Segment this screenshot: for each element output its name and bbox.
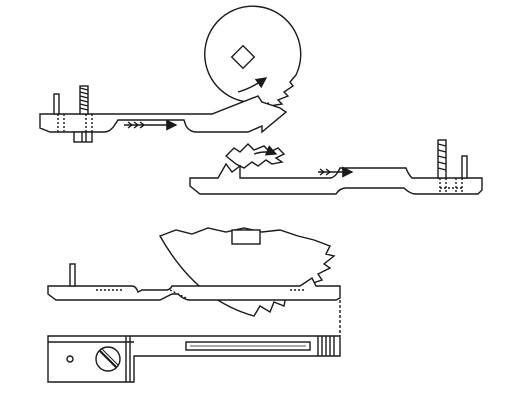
screw-head [95,346,121,372]
rotation-arrow [237,77,268,93]
top-mechanism [39,5,302,143]
pin [69,263,76,287]
square-arbor [230,44,256,70]
pin [53,93,60,115]
ratchet-wheel-cutaway [158,227,336,317]
binding-post [437,139,447,179]
motion-arrow [124,119,178,131]
spring-pawl-arm [189,162,483,195]
broken-ratchet-outline [224,143,286,169]
hole [66,355,74,363]
spring-pawl-arm [47,276,341,301]
middle-mechanism [189,139,483,195]
motion-arrow [318,166,354,178]
spring-pawl-arm [39,95,288,134]
pin [461,155,468,179]
binding-post [73,85,93,143]
bottom-assembly [47,227,341,383]
